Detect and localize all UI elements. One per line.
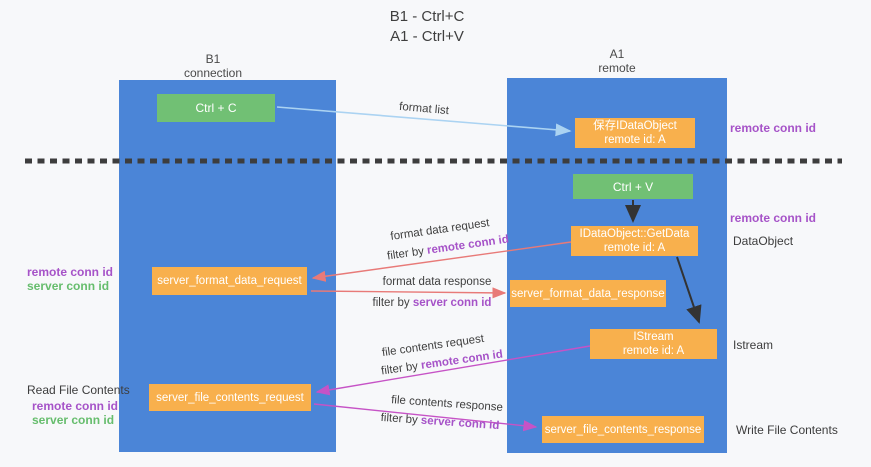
right-lane-header: A1 remote [547,47,687,75]
left-server-conn-id-annotation-2: server conn id [32,413,115,427]
server-file-contents-response-node: server_file_contents_response [542,416,704,443]
format-list-label: format list [398,100,450,118]
title-line-2: A1 - Ctrl+V [390,28,464,45]
right-remote-conn-id-annotation-2: remote conn id [730,211,817,225]
istream-annotation: Istream [733,338,774,352]
file-contents-response-label: file contents response [390,394,504,414]
format-data-response-label: format data response [382,276,492,288]
save-idataobject-line1: 保存IDataObject [593,120,677,132]
left-lane-header: B1 connection [143,52,283,80]
getdata-line2: remote id: A [603,242,666,254]
istream-node: IStream remote id: A [590,329,717,359]
filter-by-text: filter by [380,359,422,378]
remote-conn-id-text: remote conn id [426,233,510,257]
filter-by-server-conn-id-label-1: filter by server conn id [373,297,492,309]
server-file-contents-request-node: server_file_contents_request [149,384,311,411]
right-remote-conn-id-annotation-1: remote conn id [730,121,817,135]
read-file-contents-annotation: Read File Contents [27,383,130,397]
server-format-data-request-label: server_format_data_request [157,275,302,287]
server-file-contents-response-label: server_file_contents_response [544,423,702,436]
ctrl-v-label: Ctrl + V [612,179,654,194]
dataobject-annotation: DataObject [733,234,794,248]
server-format-data-request-node: server_format_data_request [152,267,307,295]
right-lane-title: A1 [609,47,625,61]
right-lane-subtitle: remote [598,61,636,75]
filter-by-server-conn-id-label-2: filter by server conn id [380,412,499,432]
left-remote-conn-id-annotation-1: remote conn id [27,265,114,279]
write-file-contents-annotation: Write File Contents [736,423,838,437]
save-idataobject-line2: remote id: A [604,134,666,146]
filter-by-text: filter by [372,297,413,309]
server-format-data-response-label: server_format_data_response [511,287,665,300]
istream-line1: IStream [633,331,674,343]
save-idataobject-node: 保存IDataObject remote id: A [575,118,695,148]
left-lane-subtitle: connection [183,66,243,80]
server-conn-id-text: server conn id [420,414,500,433]
title-line-1: B1 - Ctrl+C [389,8,465,25]
ctrl-c-label: Ctrl + C [195,101,237,115]
server-file-contents-request-label: server_file_contents_request [156,391,304,404]
server-conn-id-text: server conn id [412,297,492,309]
getdata-node: IDataObject::GetData remote id: A [571,226,698,256]
left-remote-conn-id-annotation-2: remote conn id [32,399,119,413]
format-data-response-arrow [310,287,507,299]
istream-line2: remote id: A [622,345,685,357]
ctrl-c-node: Ctrl + C [157,94,275,122]
left-server-conn-id-annotation-1: server conn id [27,279,110,293]
left-lane-title: B1 [205,52,221,66]
server-format-data-response-node: server_format_data_response [510,280,666,307]
ctrl-v-node: Ctrl + V [573,174,693,199]
diagram-title: B1 - Ctrl+C A1 - Ctrl+V [0,7,854,47]
filter-by-text: filter by [386,244,428,263]
filter-by-text: filter by [380,411,422,427]
getdata-line1: IDataObject::GetData [579,228,690,240]
